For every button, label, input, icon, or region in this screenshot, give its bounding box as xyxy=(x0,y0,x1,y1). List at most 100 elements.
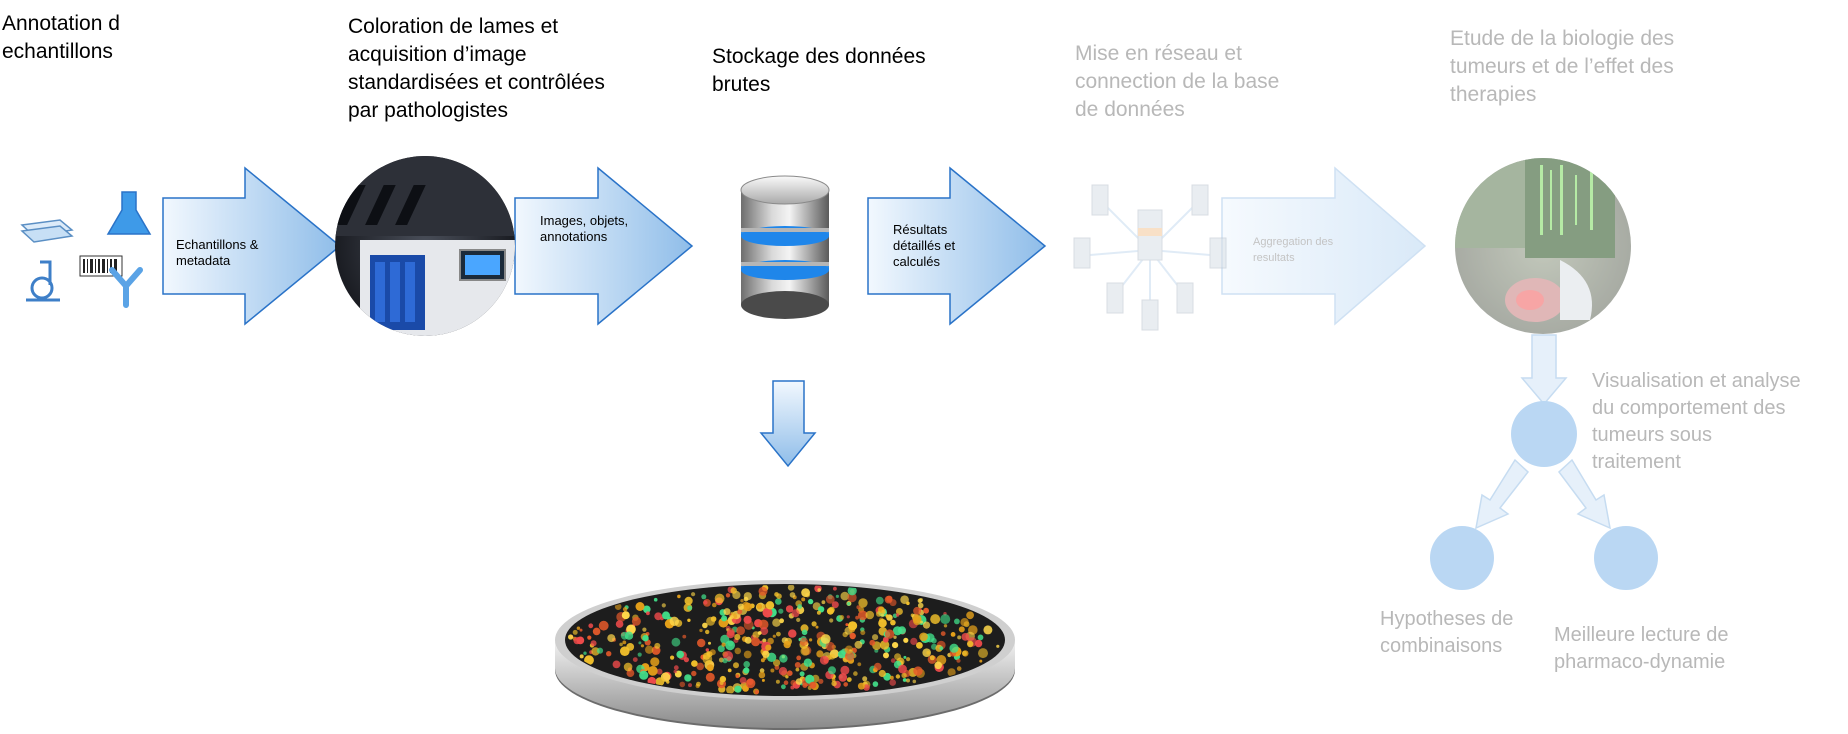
dish-cell xyxy=(801,597,806,602)
dish-cell xyxy=(917,602,924,609)
dish-cell xyxy=(818,678,824,684)
dish-cell xyxy=(831,601,839,609)
step3-title: Stockage des données brutes xyxy=(712,45,926,96)
dish-cell xyxy=(654,612,663,621)
dish-cell xyxy=(740,599,744,603)
dish-cell xyxy=(721,615,728,622)
dish-cell xyxy=(785,605,794,613)
dish-cell xyxy=(588,623,594,629)
right-node xyxy=(1594,526,1658,590)
dish-cell xyxy=(640,644,645,648)
arrow-1 xyxy=(162,166,342,326)
dish-cell xyxy=(568,634,574,640)
dish-cell xyxy=(661,603,666,608)
dish-cell xyxy=(772,618,781,627)
microscope-icon xyxy=(26,260,60,302)
dish-cell xyxy=(821,600,826,605)
dish-cell xyxy=(776,593,782,599)
arrow3-label: Résultats détaillés et calculés xyxy=(893,222,956,269)
dish-cell xyxy=(760,658,765,663)
dish-cell xyxy=(825,641,835,652)
dish-cell xyxy=(730,611,734,616)
dish-cell xyxy=(765,601,775,610)
dish-cell xyxy=(737,609,743,615)
dish-cell xyxy=(913,666,923,676)
dish-cell xyxy=(772,634,776,638)
dish-cell xyxy=(573,637,581,645)
dish-cell xyxy=(839,615,845,620)
dish-cell xyxy=(762,650,770,658)
database-icon xyxy=(740,175,830,319)
dish-cell xyxy=(825,595,835,604)
dish-cell xyxy=(742,685,749,692)
dish-cell xyxy=(683,657,690,663)
dish-cell xyxy=(592,627,601,636)
dish-cell xyxy=(712,602,717,608)
dish-cell xyxy=(706,616,716,626)
dish-cell xyxy=(957,635,962,640)
dish-cell xyxy=(622,607,628,612)
dish-cell xyxy=(583,651,587,655)
dish-cell xyxy=(923,607,929,614)
dish-cell xyxy=(761,678,765,682)
dish-cell xyxy=(645,645,654,654)
dish-cell xyxy=(893,635,897,639)
dish-cell xyxy=(737,603,745,610)
dish-cell xyxy=(623,662,633,672)
dish-cell xyxy=(828,666,836,675)
dish-cell xyxy=(699,628,703,633)
dish-cell xyxy=(929,655,935,661)
dish-cell xyxy=(587,635,592,640)
dish-cell xyxy=(819,655,829,665)
dish-cell xyxy=(816,610,821,615)
dish-cell xyxy=(607,634,616,643)
dish-cell xyxy=(903,637,909,643)
dish-cell xyxy=(858,598,868,608)
branch-right-text: Meilleure lecture de pharmaco-dynamie xyxy=(1554,624,1729,673)
dish-cell xyxy=(906,678,910,683)
dish-cell xyxy=(619,642,623,647)
dish-cell xyxy=(579,654,584,659)
dish-cell xyxy=(846,677,852,682)
dish-cell xyxy=(857,682,865,690)
dish-cell xyxy=(758,671,766,679)
arrow-4-faded xyxy=(1221,166,1427,326)
dish-cell xyxy=(958,626,965,633)
dish-cell xyxy=(736,626,745,635)
dish-cell xyxy=(900,595,909,604)
dish-cell xyxy=(940,631,946,636)
dish-cell xyxy=(703,600,708,605)
dish-cell xyxy=(856,605,861,610)
dish-cell xyxy=(774,665,780,670)
dish-cell xyxy=(920,620,924,624)
dish-cell xyxy=(735,674,740,679)
arrow1-label: Echantillons & metadata xyxy=(176,237,259,268)
dish-cell xyxy=(884,629,895,639)
network-databases-icon xyxy=(1073,184,1227,331)
dish-cell xyxy=(838,673,848,682)
dish-cell xyxy=(912,679,917,684)
dish-cell xyxy=(930,614,941,625)
dish-cell xyxy=(803,658,813,667)
dish-cell xyxy=(679,681,686,688)
dish-cell xyxy=(857,662,862,667)
dish-cell xyxy=(816,650,824,658)
dish-cell xyxy=(919,632,928,642)
step5-title: Etude de la biologie des tumeurs et de l… xyxy=(1450,27,1675,106)
dish-cell xyxy=(696,681,701,687)
dish-cell xyxy=(727,668,732,673)
dish-cell xyxy=(829,618,834,623)
dish-cell xyxy=(730,587,737,594)
dish-cell xyxy=(787,670,793,676)
dish-cell xyxy=(858,610,868,621)
dish-cell xyxy=(743,650,752,659)
dish-cell xyxy=(906,601,910,606)
dish-cell xyxy=(903,655,907,659)
dish-cell xyxy=(647,666,658,676)
dish-cell xyxy=(892,642,899,649)
dish-cell xyxy=(876,611,882,617)
dish-cell xyxy=(635,602,645,611)
dish-cell xyxy=(962,650,967,656)
arrow4-label: Aggregation des resultats xyxy=(1253,236,1334,264)
